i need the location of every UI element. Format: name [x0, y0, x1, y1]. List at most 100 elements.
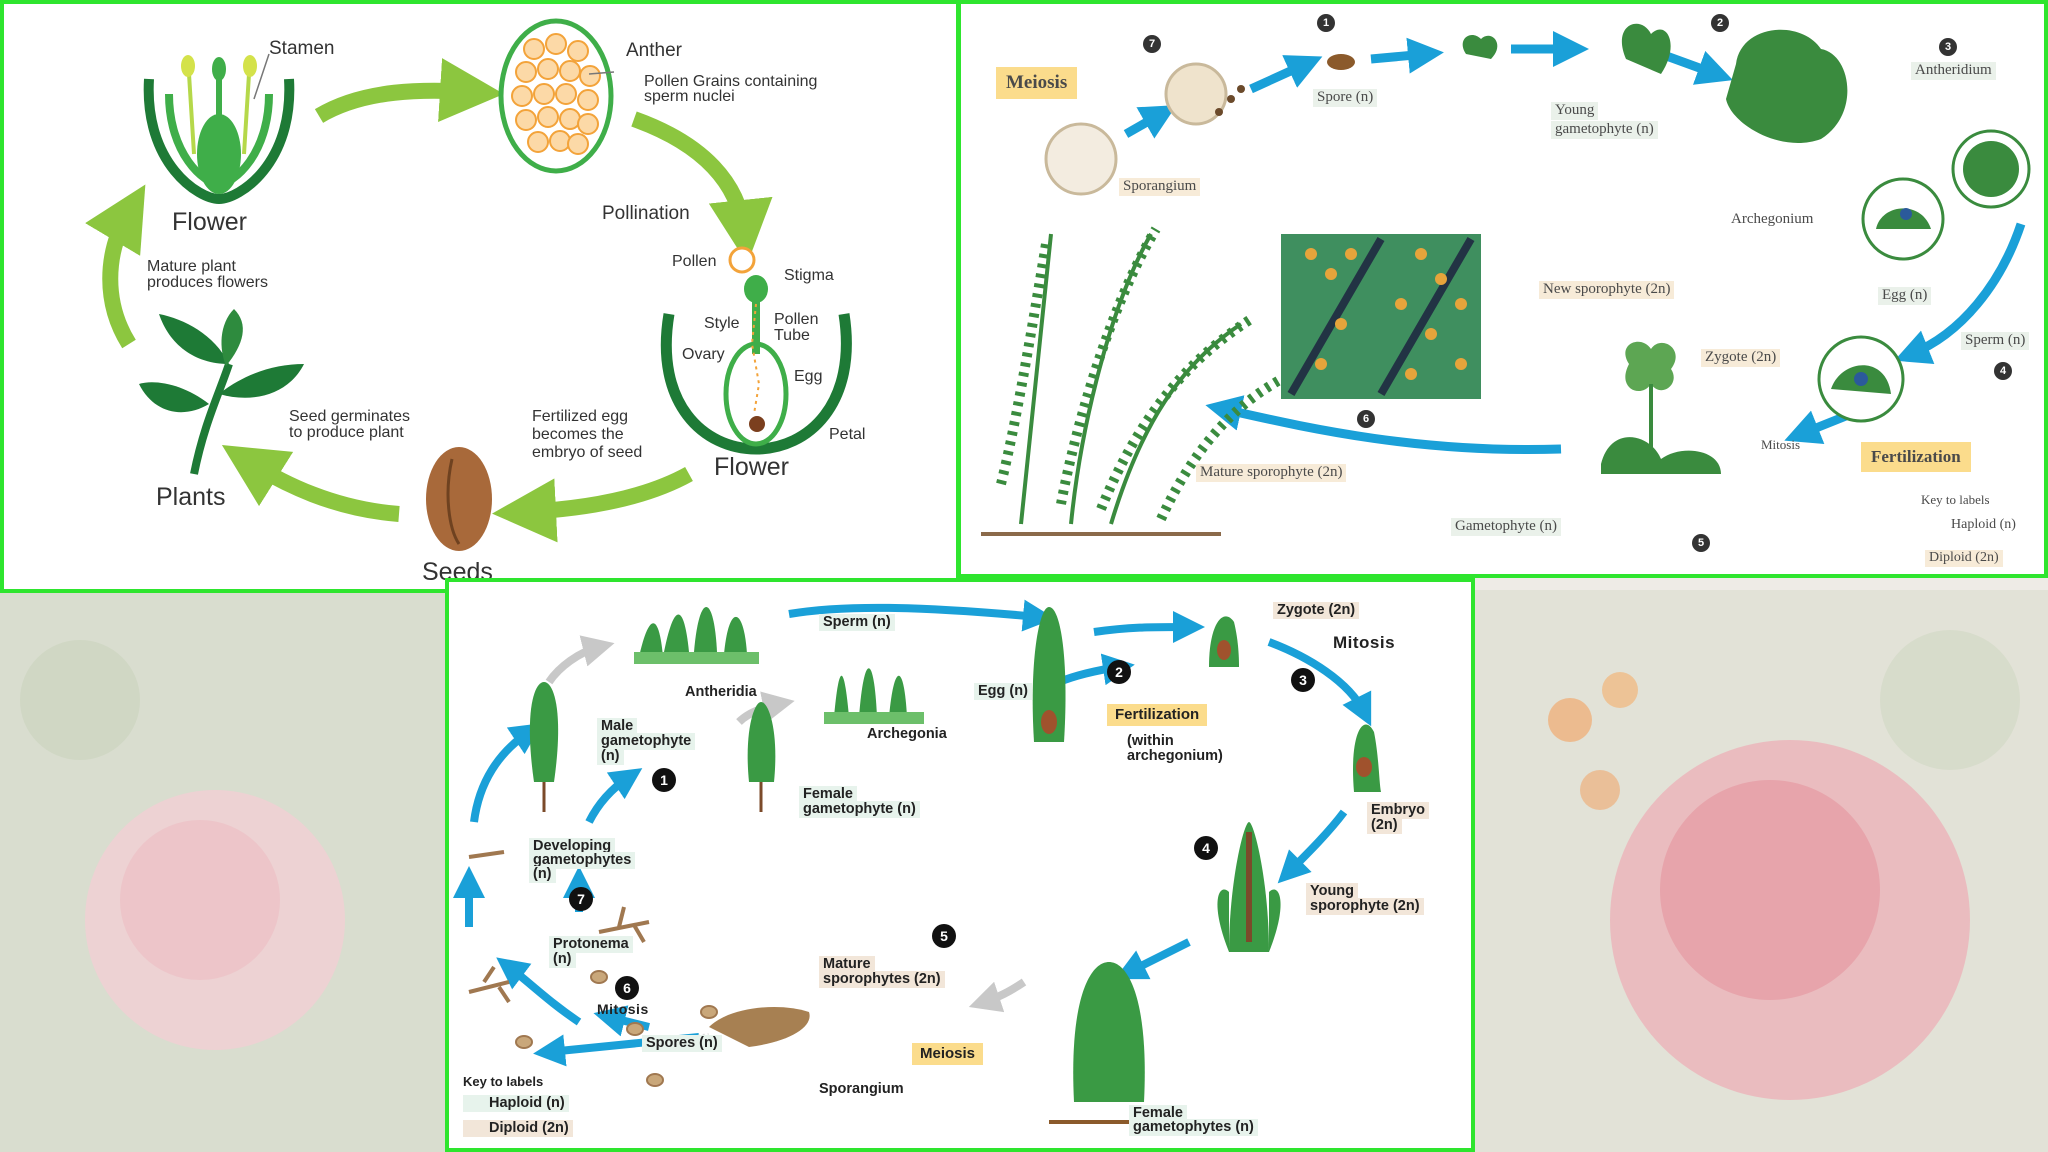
label-style: Style — [704, 315, 740, 332]
step-marker-6: 6 — [1357, 410, 1375, 428]
label-young-gametophyte-1: Young — [1551, 102, 1599, 120]
step-marker-3: 3 — [1939, 38, 1957, 56]
label-developing-1: Developing — [529, 838, 616, 856]
gametophyte-illustrations — [1462, 23, 2031, 474]
step-marker-3: 3 — [1291, 668, 1315, 692]
spore-and-protonema-illustrations — [468, 846, 718, 1087]
label-anther: Anther — [626, 40, 682, 61]
fern-life-cycle-panel: Meiosis Sporangium Spore (n) Young gamet… — [957, 0, 2048, 578]
label-pollen-tube-1: Pollen — [774, 311, 819, 328]
label-fertilization: Fertilization — [1861, 442, 1971, 472]
label-stamen: Stamen — [269, 38, 335, 59]
label-mature-plant-2: produces flowers — [147, 274, 268, 291]
label-antheridium: Antheridium — [1911, 62, 1996, 80]
label-sperm: Sperm (n) — [1961, 332, 2030, 350]
label-spore: Spore (n) — [1313, 89, 1378, 107]
key-diploid: Diploid (2n) — [463, 1120, 573, 1138]
arrow-flower-to-anther — [314, 58, 504, 123]
label-flower-bottom: Flower — [714, 453, 790, 481]
key-diploid: Diploid (2n) — [1925, 550, 2003, 567]
moss-life-cycle-panel: Sperm (n) Antheridia Egg (n) Archegonia … — [445, 578, 1475, 1152]
label-fertilized-1: Fertilized egg — [532, 408, 629, 425]
label-young-sporophyte-2: sporophyte (2n) — [1306, 898, 1424, 916]
label-egg: Egg — [794, 368, 823, 385]
seedling-illustration — [139, 309, 304, 475]
step-marker-1: 1 — [652, 768, 676, 792]
label-female-gametophytes-1: Female — [1129, 1105, 1187, 1123]
label-within-2: archegonium) — [1127, 748, 1223, 764]
label-pollen-grains-1: Pollen Grains containing — [644, 73, 818, 90]
label-young-gametophyte-2: gametophyte (n) — [1551, 121, 1658, 139]
label-sporangium: Sporangium — [819, 1081, 904, 1097]
key-haploid: Haploid (n) — [463, 1095, 569, 1113]
label-seed-germinates-2: to produce plant — [289, 424, 404, 441]
sporangium-illustration — [1044, 54, 1355, 196]
arrow-plant-to-flower — [85, 184, 146, 349]
label-protonema-2: (n) — [549, 951, 576, 969]
label-mitosis-top: Mitosis — [1333, 633, 1396, 652]
arrow-anther-to-stigma — [631, 111, 773, 264]
label-fertilized-2: becomes the — [532, 426, 624, 443]
label-mitosis: Mitosis — [1761, 437, 1801, 452]
label-egg: Egg (n) — [1878, 287, 1932, 305]
label-mature-sporophyte: Mature sporophyte (2n) — [1196, 464, 1347, 482]
label-pollen-grains-2: sperm nuclei — [644, 88, 735, 105]
flower-illustration-bottom — [660, 246, 852, 455]
arrow-flower-to-seed — [492, 466, 693, 543]
label-archegonia: Archegonia — [867, 726, 947, 742]
label-fertilized-3: embryo of seed — [532, 444, 643, 461]
label-ovary: Ovary — [682, 346, 725, 363]
label-developing-3: (n) — [529, 866, 556, 884]
label-stigma: Stigma — [784, 267, 834, 284]
seed-illustration — [426, 447, 492, 551]
flowering-cycle-drawing — [85, 18, 852, 551]
step-marker-2: 2 — [1107, 660, 1131, 684]
label-female-gametophyte-1: Female — [799, 786, 857, 804]
label-pollination: Pollination — [602, 203, 690, 224]
step-marker-2: 2 — [1711, 14, 1729, 32]
label-mature-sporophytes-2: sporophytes (2n) — [819, 971, 945, 989]
step-marker-5: 5 — [1692, 534, 1710, 552]
step-marker-7: 7 — [569, 887, 593, 911]
label-gametophyte: Gametophyte (n) — [1451, 518, 1562, 536]
label-seed-germinates-1: Seed germinates — [289, 408, 410, 425]
arrow-seed-to-plant — [221, 444, 400, 522]
sori-photo — [1281, 234, 1481, 399]
label-spores: Spores (n) — [642, 1035, 722, 1053]
mature-fern-illustration — [981, 226, 1294, 536]
label-plants: Plants — [156, 483, 226, 511]
label-young-sporophyte-1: Young — [1306, 883, 1359, 901]
label-within-1: (within — [1127, 733, 1174, 749]
key-title: Key to labels — [463, 1074, 544, 1089]
label-developing-2: gametophytes — [529, 852, 636, 870]
label-female-gametophytes-2: gametophytes (n) — [1129, 1119, 1258, 1137]
label-meiosis: Meiosis — [912, 1043, 984, 1065]
step-marker-1: 1 — [1317, 14, 1335, 32]
label-antheridia: Antheridia — [685, 684, 757, 700]
label-fertilization: Fertilization — [1107, 704, 1208, 726]
flowering-plant-cycle-panel: Stamen Anther Pollen Grains containing s… — [0, 0, 960, 593]
label-embryo-1: Embryo — [1367, 802, 1429, 820]
label-zygote: Zygote (2n) — [1701, 349, 1781, 367]
step-marker-5: 5 — [932, 924, 956, 948]
step-marker-4: 4 — [1994, 362, 2012, 380]
label-mitosis-bottom: Mitosis — [597, 1001, 649, 1017]
label-egg: Egg (n) — [974, 683, 1032, 701]
key-title: Key to labels — [1921, 492, 1990, 507]
label-male-gametophyte-1: Male — [597, 718, 638, 736]
label-sporangium: Sporangium — [1119, 178, 1201, 196]
key-haploid: Haploid (n) — [1951, 517, 2016, 532]
moss-cycle-drawing — [453, 599, 1381, 1124]
label-protonema-1: Protonema — [549, 936, 633, 954]
label-sperm: Sperm (n) — [819, 614, 895, 632]
label-petal: Petal — [829, 426, 866, 443]
label-mature-plant-1: Mature plant — [147, 258, 236, 275]
anther-illustration — [498, 18, 615, 174]
label-pollen-tube-2: Tube — [774, 327, 810, 344]
label-male-gametophyte-2: gametophyte — [597, 733, 696, 751]
label-archegonium: Archegonium — [1731, 211, 1814, 227]
fern-cycle-drawing — [981, 23, 2031, 536]
label-pollen: Pollen — [672, 253, 717, 270]
moss-plant-illustrations — [529, 607, 1381, 1124]
step-marker-4: 4 — [1194, 836, 1218, 860]
